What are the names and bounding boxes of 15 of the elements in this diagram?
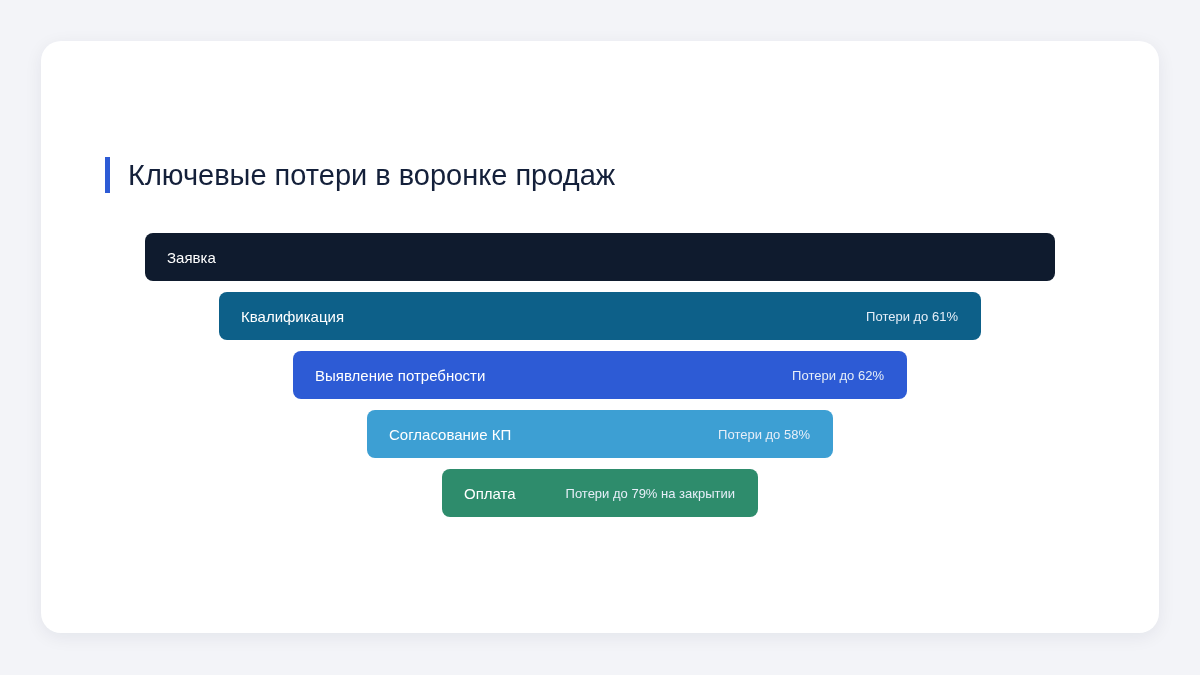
funnel-stage-bar [442, 469, 758, 517]
stage-name: Квалификация [241, 307, 345, 325]
stage-name: Согласование КП [389, 425, 512, 443]
stage-name: Оплата [464, 484, 516, 502]
title: Ключевые потери в воронке продаж [128, 158, 616, 193]
loss-rate-text: Потери до 79% на закрытии [565, 485, 735, 501]
loss-rate-text: Потери до 61% [866, 308, 958, 324]
funnel-stage-bar [293, 351, 907, 399]
stage-name: Заявка [167, 248, 216, 266]
funnel-stage-bar [219, 292, 981, 340]
stage-name: Выявление потребности [315, 366, 486, 384]
funnel-stage-bar [367, 410, 833, 458]
funnel-stage-bar [145, 233, 1055, 281]
loss-rate-text: Потери до 58% [718, 426, 810, 442]
loss-rate-text: Потери до 62% [792, 367, 884, 383]
